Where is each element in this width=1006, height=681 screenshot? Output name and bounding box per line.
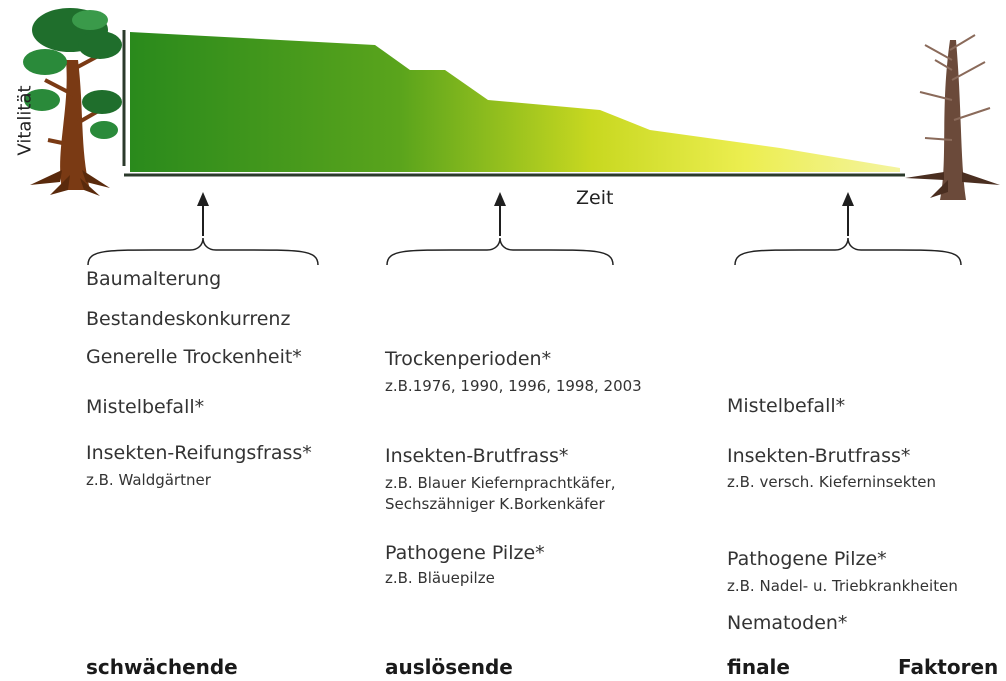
factor-insekten-brutfrass-final-example: z.B. versch. Kieferninsekten	[727, 473, 937, 491]
factor-trockenperioden: Trockenperioden*	[385, 348, 552, 370]
brace-ausloesend	[386, 237, 614, 266]
factor-pathogene-pilze-example: z.B. Bläuepilze	[385, 569, 495, 587]
factor-pathogene-pilze: Pathogene Pilze*	[385, 542, 545, 564]
factor-insekten-brutfrass-example: z.B. Blauer Kiefernprachtkäfer, Sechszäh…	[385, 474, 616, 513]
footer-ausloesende: auslösende	[385, 655, 513, 679]
arrow-final	[842, 192, 854, 236]
factor-insekten-brutfrass: Insekten-Brutfrass*	[385, 445, 569, 467]
x-axis-label: Zeit	[576, 187, 614, 209]
y-axis-label: Vitalität	[14, 85, 36, 156]
healthy-pine-tree-icon	[23, 8, 122, 196]
factor-generelle-trockenheit: Generelle Trockenheit*	[86, 346, 302, 368]
brace-schwaechend	[87, 237, 319, 266]
footer-faktoren: Faktoren	[898, 655, 999, 679]
factor-pathogene-pilze-final-example: z.B. Nadel- u. Triebkrankheiten	[727, 577, 958, 595]
factor-baumalterung: Baumalterung	[86, 268, 222, 290]
footer-schwaechende: schwächende	[86, 655, 238, 679]
factor-mistelbefall: Mistelbefall*	[86, 396, 205, 418]
factor-pathogene-pilze-final: Pathogene Pilze*	[727, 548, 887, 570]
factor-trockenperioden-example: z.B.1976, 1990, 1996, 1998, 2003	[385, 377, 642, 395]
footer-finale: finale	[727, 655, 790, 679]
factor-insekten-reifungsfrass-example: z.B. Waldgärtner	[86, 471, 211, 489]
arrow-ausloesend	[494, 192, 506, 236]
factor-nematoden: Nematoden*	[727, 612, 848, 634]
vitality-curve-area	[130, 32, 900, 172]
brace-final	[734, 237, 962, 266]
arrow-schwaechend	[197, 192, 209, 236]
dead-pine-tree-icon	[905, 34, 1000, 200]
factor-bestandeskonkurrenz: Bestandeskonkurrenz	[86, 308, 291, 330]
factor-insekten-reifungsfrass: Insekten-Reifungsfrass*	[86, 442, 312, 464]
factor-mistelbefall-final: Mistelbefall*	[727, 395, 846, 417]
factor-insekten-brutfrass-final: Insekten-Brutfrass*	[727, 445, 911, 467]
